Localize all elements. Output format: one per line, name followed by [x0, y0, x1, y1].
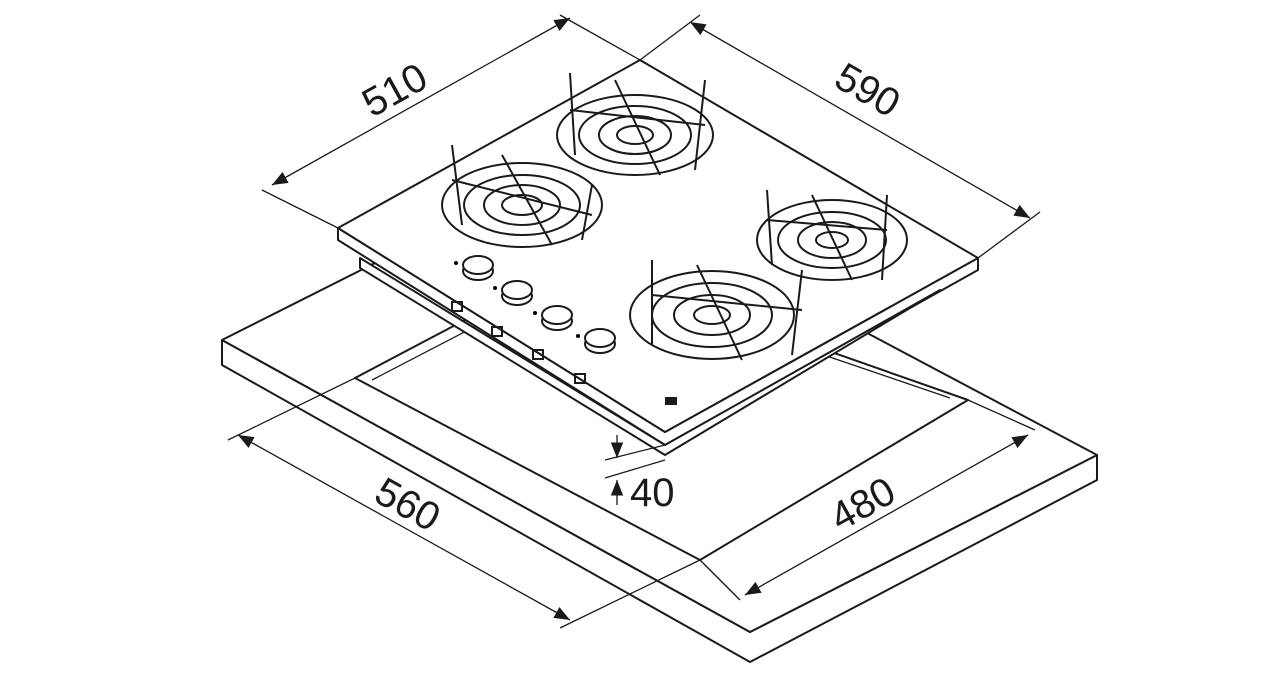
- label-40: 40: [630, 471, 675, 515]
- knobs: [454, 255, 616, 354]
- dim-510-line: [271, 17, 571, 186]
- knob: [533, 305, 573, 331]
- label-590: 590: [828, 55, 908, 126]
- brand-badge: [665, 397, 677, 405]
- knob: [493, 280, 533, 306]
- burner: [629, 260, 803, 361]
- dim-480-line: [744, 434, 1029, 596]
- dim-560-line: [237, 434, 571, 621]
- front-clips: [451, 301, 586, 384]
- knob: [576, 328, 616, 354]
- dim-590-line: [689, 21, 1031, 219]
- dimension-lines: [227, 14, 1041, 629]
- knob: [454, 255, 494, 281]
- label-510: 510: [355, 55, 435, 126]
